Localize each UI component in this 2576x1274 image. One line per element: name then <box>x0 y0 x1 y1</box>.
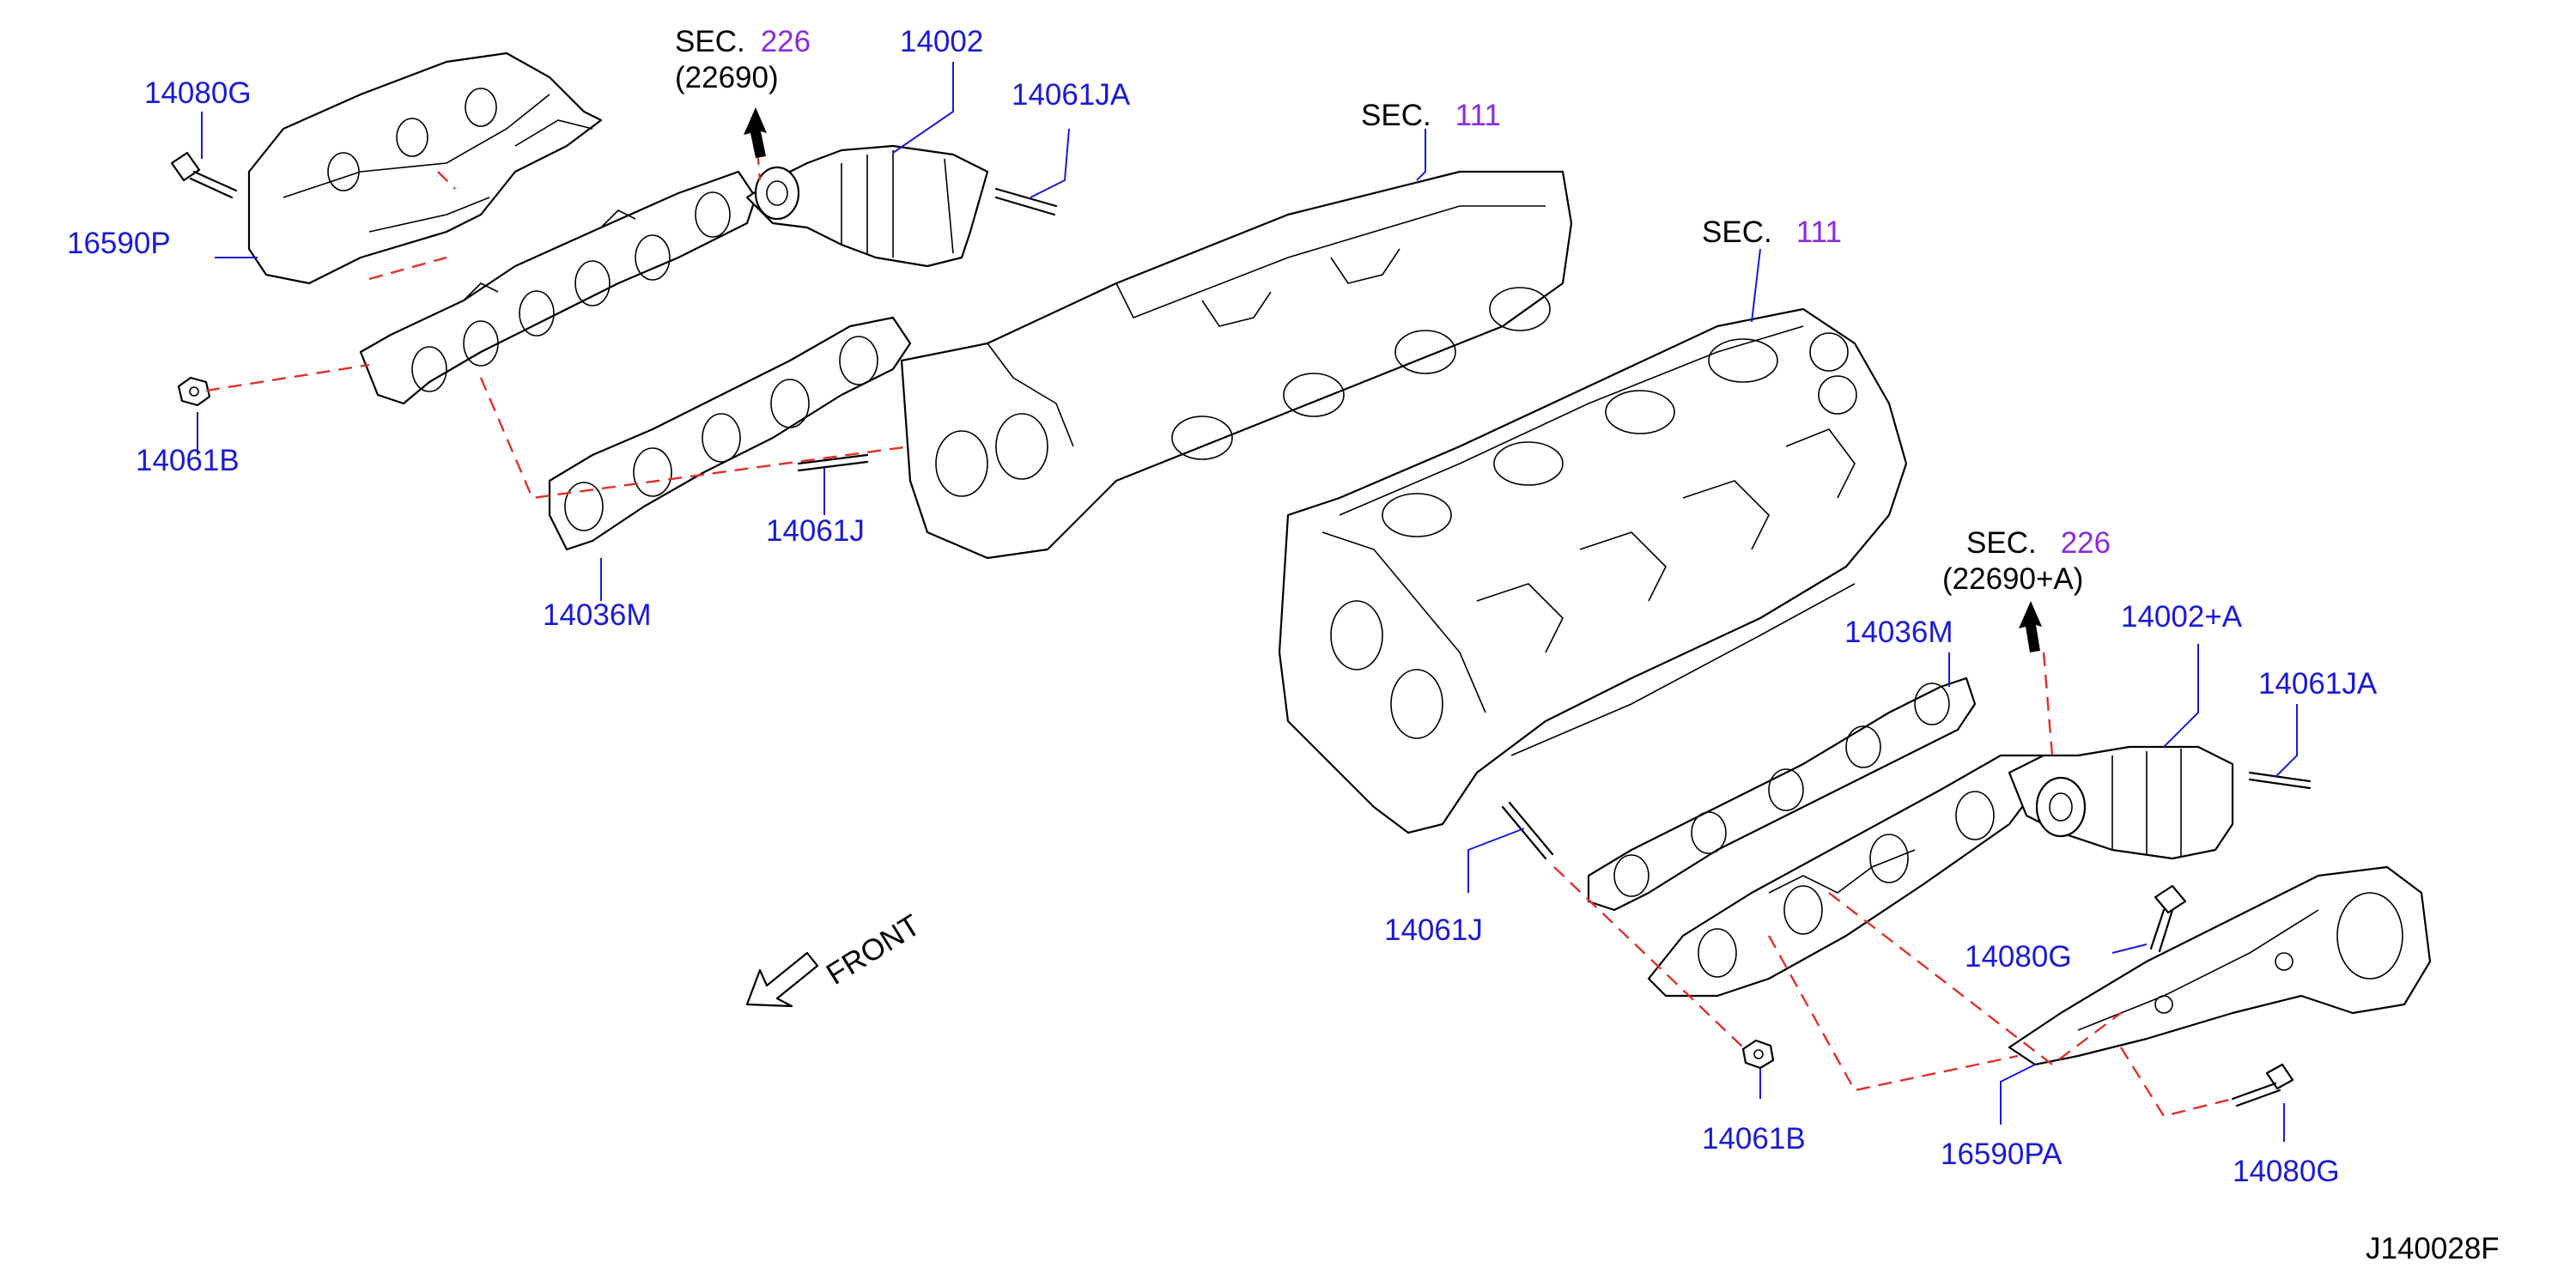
heat-insulator-right[interactable] <box>2008 865 2432 1066</box>
stud-14061j-right[interactable] <box>1501 801 1554 860</box>
part-label-14002a[interactable]: 14002+A <box>2121 600 2243 634</box>
part-label-14002[interactable]: 14002 <box>900 25 983 58</box>
leader-lines <box>197 62 2298 1142</box>
part-label-16590p[interactable]: 16590P <box>67 227 171 260</box>
part-label-14036m[interactable]: 14036M <box>1844 616 1953 649</box>
section-ref-111[interactable]: SEC.111 <box>1361 99 1501 132</box>
section-ref-226[interactable]: SEC.226 <box>1966 526 2111 560</box>
section-ref-sub: (22690) <box>675 61 779 94</box>
gasket-14036m-right[interactable] <box>1587 676 1977 912</box>
cylinder-head-right-bank[interactable] <box>1278 307 1908 834</box>
nut-14061b-left[interactable] <box>177 376 211 407</box>
part-label-14080g[interactable]: 14080G <box>2233 1155 2340 1188</box>
gasket-14036m-left[interactable] <box>548 316 912 551</box>
part-label-14061ja[interactable]: 14061JA <box>1012 78 1131 112</box>
diagram-code: J140028F <box>2366 1232 2500 1265</box>
nut-14061b-right[interactable] <box>1741 1039 1775 1070</box>
part-label-14080g[interactable]: 14080G <box>144 76 252 110</box>
section-refs: SEC.226 (22690) SEC.111 SEC.111 SEC.226 … <box>675 25 2111 596</box>
guide-lines <box>205 128 2233 1118</box>
part-label-14061b[interactable]: 14061B <box>136 444 240 477</box>
arrow-up-icon <box>2019 601 2042 652</box>
section-ref-sub: (22690+A) <box>1942 562 2083 596</box>
exhaust-manifold-left[interactable] <box>359 170 757 405</box>
part-label-14061ja[interactable]: 14061JA <box>2258 667 2378 701</box>
part-label-14061j[interactable]: 14061J <box>766 514 865 548</box>
cylinder-head-left-bank[interactable] <box>900 170 1573 560</box>
stud-14061ja-left[interactable] <box>994 187 1058 216</box>
stud-14061ja-right[interactable] <box>2248 771 2312 790</box>
part-label-14036m[interactable]: 14036M <box>543 598 651 632</box>
bolt-14080g-right-lower[interactable] <box>2231 1063 2294 1107</box>
catalytic-converter-14002a[interactable] <box>2008 745 2234 860</box>
part-label-14080g[interactable]: 14080G <box>1965 940 2072 974</box>
front-label: FRONT <box>821 908 927 992</box>
bolt-14080g-right-upper[interactable] <box>2149 884 2187 953</box>
bolt-14080g-left[interactable] <box>170 151 238 199</box>
part-label-14061b[interactable]: 14061B <box>1702 1122 1806 1156</box>
catalytic-converter-14002[interactable] <box>745 144 989 268</box>
part-labels: 14080G 16590P 14061B 14036M 14061J 14002… <box>67 25 2378 1188</box>
front-arrow-icon <box>745 951 819 1008</box>
stud-14061j-left[interactable] <box>797 453 869 472</box>
section-ref-226[interactable]: SEC.226 <box>675 25 811 58</box>
part-label-14061j[interactable]: 14061J <box>1384 913 1483 947</box>
arrow-up-icon <box>744 107 767 158</box>
heat-insulator-left[interactable] <box>247 52 603 285</box>
section-ref-111[interactable]: SEC.111 <box>1702 215 1842 249</box>
part-label-16590pa[interactable]: 16590PA <box>1941 1138 2063 1171</box>
